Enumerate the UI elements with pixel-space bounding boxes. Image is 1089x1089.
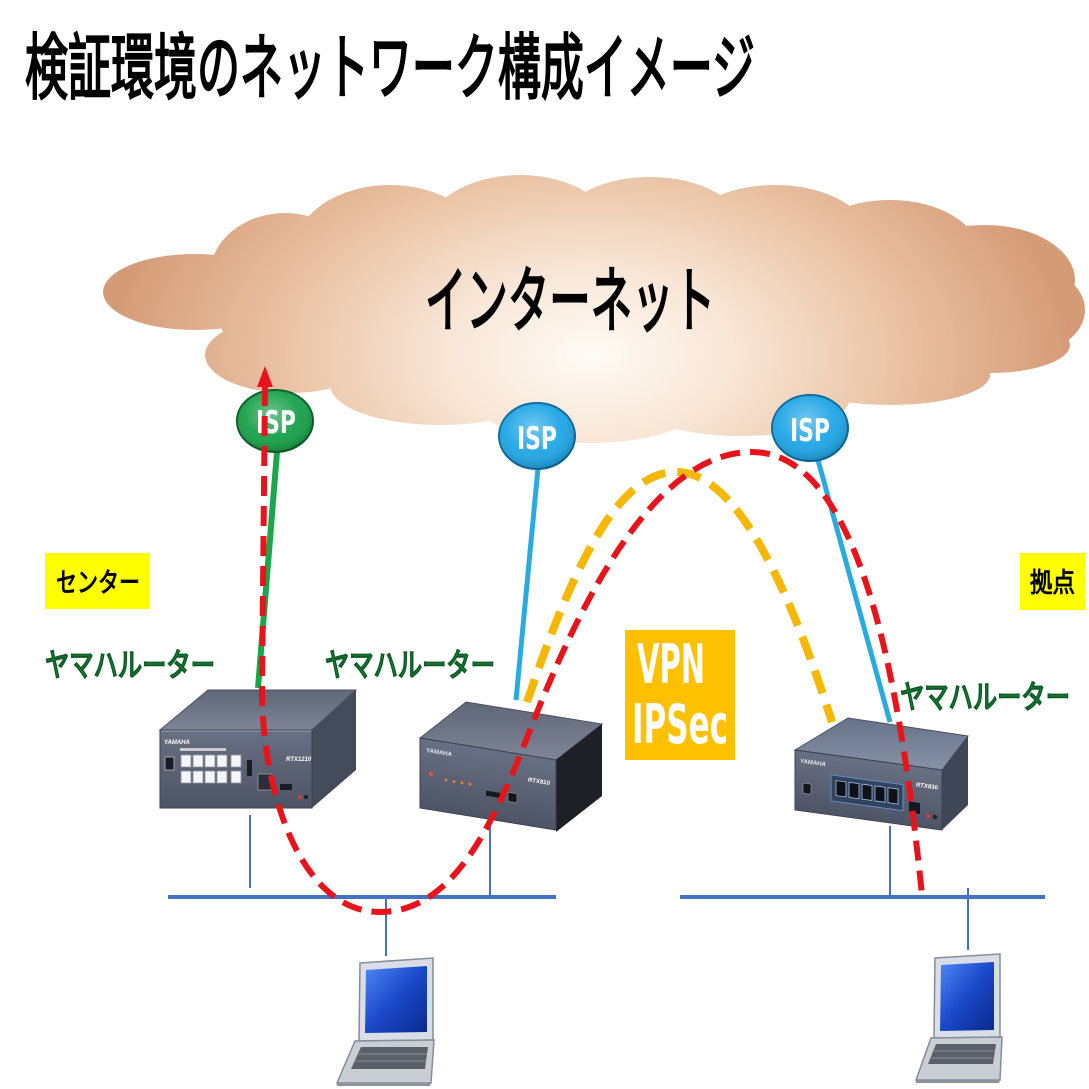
- site-label-bg: [45, 553, 150, 609]
- isp-node-center: ISP: [236, 389, 314, 453]
- router-front: [159, 729, 313, 809]
- usb-port: [247, 760, 252, 776]
- power-led: [297, 794, 303, 800]
- laptop-front-edge: [916, 1080, 1000, 1083]
- middle-router-label: ヤマハルーター: [325, 646, 495, 684]
- branch-router-label: ヤマハルーター: [900, 678, 1070, 716]
- reset-button: [932, 814, 938, 820]
- isp-circle-shine: [237, 390, 313, 452]
- router-side: [942, 736, 968, 830]
- power-led: [925, 813, 931, 819]
- isp-label: ISP: [517, 421, 557, 457]
- router-brand: YAMAHA: [164, 740, 190, 746]
- router-side: [556, 724, 602, 832]
- reset-button: [303, 794, 309, 800]
- vpn-label-line2: IPSec: [632, 693, 728, 756]
- traffic-arrow-head-icon: [257, 366, 273, 387]
- branch-router-icon: YAMAHA RTX830: [793, 717, 969, 831]
- status-led: [468, 782, 472, 786]
- page-title: 検証環境のネットワーク構成イメージ: [25, 26, 755, 110]
- cloud-lobe: [910, 317, 1070, 373]
- router-brand: YAMAHA: [426, 748, 452, 758]
- isp-label: ISP: [790, 413, 830, 449]
- isp-circle-shine: [499, 403, 575, 469]
- usb-port: [909, 801, 920, 815]
- site-label-bg: [1020, 553, 1085, 610]
- lan-port: [192, 770, 204, 784]
- router-model: RTX810: [528, 777, 550, 787]
- lan-port: [192, 754, 204, 768]
- middle-router-icon: YAMAHA RTX810: [418, 701, 604, 832]
- internet-cloud-icon: [103, 175, 1085, 443]
- console-port: [802, 782, 812, 795]
- status-led: [444, 778, 448, 782]
- vpn-box-bg: [625, 630, 735, 760]
- lan-port: [874, 785, 886, 803]
- router-model: RTX1210: [286, 757, 312, 763]
- vpn-label-line1: VPN: [637, 633, 705, 696]
- center-router-icon: YAMAHA RTX1210: [158, 689, 358, 809]
- wan-port: [230, 754, 242, 768]
- center-laptop-icon: [335, 957, 435, 1086]
- lan-port-block: [835, 780, 899, 805]
- keyboard-keys: [931, 1050, 995, 1059]
- lan-port: [204, 754, 216, 768]
- lan-port: [180, 754, 192, 768]
- lan-port: [507, 791, 518, 804]
- laptop-keyboard: [351, 1047, 428, 1069]
- laptop-screen: [365, 966, 427, 1033]
- branch-laptop-icon: [914, 953, 1003, 1083]
- isp-node-branch: ISP: [771, 394, 849, 462]
- router-model: RTX830: [916, 782, 939, 791]
- router-brand: YAMAHA: [800, 759, 826, 768]
- internet-label: インターネット: [425, 259, 715, 343]
- branch-lan: [680, 826, 1045, 950]
- site-label-text: 拠点: [1030, 568, 1075, 599]
- usb-port: [486, 790, 502, 799]
- port-label-strip: [180, 748, 226, 751]
- isp-link-center: [255, 451, 280, 689]
- lan-port: [204, 770, 216, 784]
- isp-link-middle: [513, 467, 541, 701]
- center-router-label: ヤマハルーター: [45, 646, 215, 684]
- vpn-label-box: VPN IPSec: [625, 630, 735, 760]
- keyboard-keys: [355, 1053, 427, 1062]
- traffic-path: [258, 385, 925, 916]
- center-lan: [168, 815, 556, 956]
- cloud-lobe: [205, 317, 375, 393]
- site-label-text: センター: [56, 568, 140, 599]
- wan-port: [230, 770, 242, 784]
- lan-port: [216, 754, 228, 768]
- lan-port-block: [180, 754, 242, 784]
- vpn-tunnel-path: [523, 467, 836, 724]
- laptop-screen: [940, 962, 994, 1031]
- isp-node-middle: ISP: [498, 402, 576, 470]
- isp-circle-shine: [772, 395, 848, 461]
- status-led-panel: [280, 784, 292, 790]
- center-site-label: センター: [45, 553, 150, 609]
- lan-port: [861, 783, 873, 801]
- power-led: [429, 771, 433, 776]
- status-led: [452, 780, 456, 783]
- console-port: [164, 756, 175, 771]
- status-led: [460, 781, 464, 785]
- lan-port: [848, 781, 860, 800]
- laptop-front-edge: [337, 1083, 431, 1086]
- laptop-keyboard: [928, 1044, 996, 1064]
- lan-port: [180, 770, 192, 784]
- router-side: [312, 690, 356, 808]
- lan-port: [887, 787, 899, 805]
- lan-port: [835, 780, 847, 798]
- lan-port: [216, 770, 228, 784]
- branch-site-label: 拠点: [1020, 553, 1085, 610]
